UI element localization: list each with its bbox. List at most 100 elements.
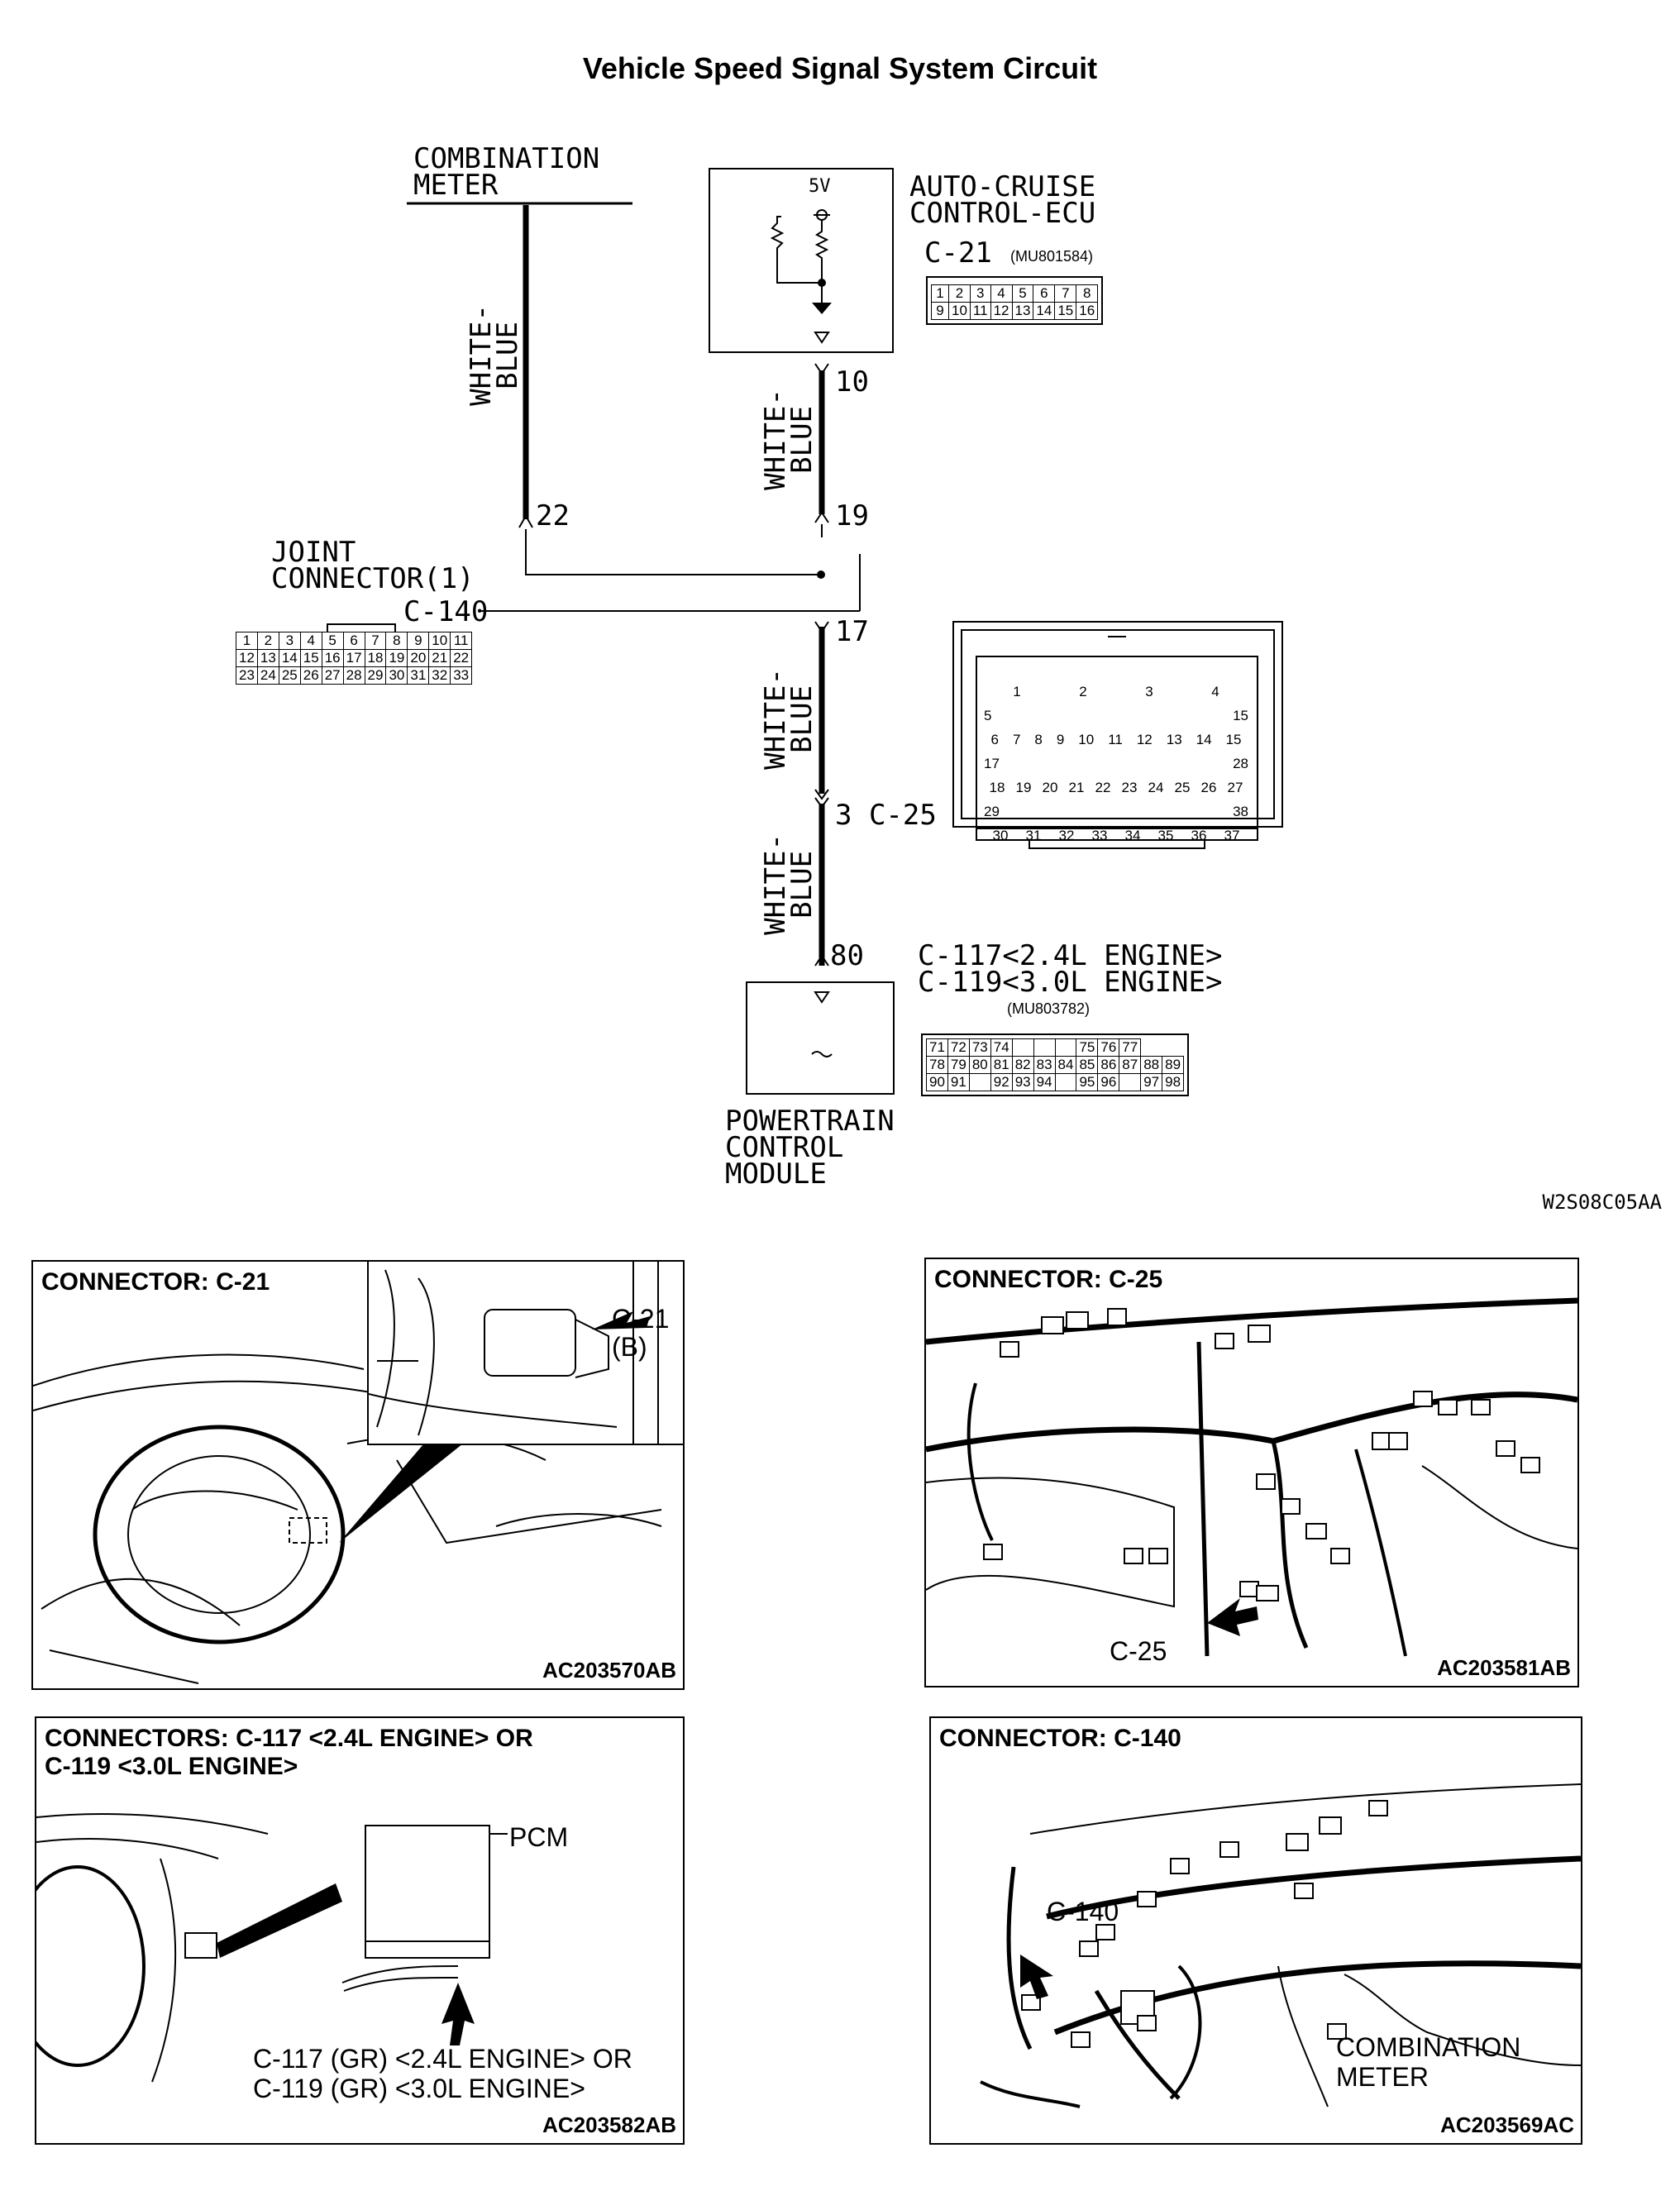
pin-cell: 2 [948,284,971,303]
c25-pin: 33 [1091,828,1108,843]
c25-pin: 38 [1233,804,1248,819]
circuit-schematic [407,168,1283,1095]
c21-label: C-21 [924,236,992,270]
pin-cell: 5 [1011,284,1034,303]
pin-cell: 25 [278,666,301,685]
pcm-wave-icon [811,1051,833,1057]
wire-color-label: WHITE- BLUE [759,389,819,490]
pin-cell: 14 [278,649,301,667]
c25-pin: 36 [1191,828,1207,843]
pin-cell: 23 [236,666,258,685]
combination-meter-label: COMBINATION METER [413,142,600,202]
pin-cell: 18 [364,649,387,667]
pin-22: 22 [536,499,570,532]
pin-cell: 31 [407,666,430,685]
c25-pin: 17 [984,756,1000,771]
c25-pin: 4 [1211,684,1219,699]
pin-cell: 3 [278,632,301,650]
wire-to-joint [525,529,821,575]
panel-code: AC203569AC [1440,2112,1574,2137]
c25-pin: 7 [1012,732,1021,747]
pin-cell: 13 [256,649,279,667]
pin-cell: 94 [1033,1073,1056,1091]
c25-pin: 18 [989,780,1005,795]
wire-color-label: WHITE- BLUE [465,304,524,406]
pin-cell: 83 [1033,1056,1056,1074]
c25-pin: 22 [1095,780,1111,795]
c25-pin: 30 [992,828,1009,843]
panel-code: AC203570AB [542,1658,676,1683]
pin-cell: 28 [342,666,365,685]
pin-cell: 17 [342,649,365,667]
c25-pin: 34 [1124,828,1141,843]
ecu-5v-label: 5V [809,176,831,197]
pin-cell: 14 [1033,302,1056,320]
pin-cell: 87 [1119,1056,1142,1074]
c25-pin: 32 [1058,828,1075,843]
pin-cell: 8 [385,632,408,650]
pin-cell: 97 [1140,1073,1163,1091]
pin-cell: 91 [947,1073,970,1091]
panel-code: AC203581AB [1437,1655,1571,1680]
pin-cell: 10 [948,302,971,320]
c25-pin: 6 [990,732,999,747]
c25-pin: 13 [1166,732,1182,747]
pin-cell [1119,1073,1142,1091]
pin-cell: 85 [1076,1056,1099,1074]
c25-pin: 3 [1145,684,1153,699]
c25-pin: 15 [1225,732,1242,747]
pin-cell: 89 [1162,1056,1185,1074]
pin-cell [1054,1073,1077,1091]
pin-cell: 30 [385,666,408,685]
pcm-connector-label: C-117<2.4L ENGINE> C-119<3.0L ENGINE> [918,939,1223,999]
pin-cell: 33 [450,666,473,685]
panel-c117-c119: CONNECTORS: C-117 <2.4L ENGINE> OR C-119… [35,1716,685,2145]
c25-connector-face [952,621,1283,849]
c140-location-illustration [980,1783,1581,2108]
pin-cell: 12 [990,302,1013,320]
dashboard-illustration [33,1353,662,1684]
pin-cell: 1 [931,284,949,303]
pcm-label: PCM [509,1822,569,1852]
pin-10: 10 [835,365,869,399]
pin-cell: 9 [407,632,430,650]
pin-cell: 75 [1076,1038,1099,1057]
pin-cell: 20 [407,649,430,667]
c25-pin: 10 [1078,732,1095,747]
pin-cell: 16 [321,649,344,667]
pcm-box [746,981,895,1095]
pin-cell: 76 [1097,1038,1120,1057]
c25-pin: 21 [1068,780,1085,795]
joint-connector-label: JOINT CONNECTOR(1) [271,536,475,595]
pin-cell: 71 [926,1038,948,1057]
pin-cell: 13 [1011,302,1034,320]
figure-code: W2S08C05AA [1542,1191,1663,1214]
pin-cell: 7 [364,632,387,650]
panel-c21: CONNECTOR: C-21 C-21 (B) AC203570AB [31,1260,685,1690]
auto-cruise-label: AUTO-CRUISE CONTROL-ECU [909,170,1096,230]
pcm-part-number: (MU803782) [1007,1000,1091,1017]
connector-blocks [1021,1800,1388,2048]
pin-cell: 19 [385,649,408,667]
pin-17: 17 [835,615,869,648]
c25-label: 3 C-25 [835,799,937,832]
pin-cell: 11 [450,632,473,650]
pin-cell: 96 [1097,1073,1120,1091]
pin-cell: 81 [990,1056,1013,1074]
pin-cell [1033,1038,1056,1057]
pin-80: 80 [830,939,864,972]
c117-callout: C-117 (GR) <2.4L ENGINE> OR C-119 (GR) <… [253,2044,632,2103]
c25-pin: 12 [1136,732,1153,747]
c25-pin: 14 [1196,732,1212,747]
c25-pin: 24 [1148,780,1164,795]
c25-pin: 28 [1233,756,1248,771]
pin-cell: 80 [968,1056,991,1074]
pin-cell: 4 [990,284,1013,303]
pin-cell: 84 [1054,1056,1077,1074]
wire-color-label: WHITE- BLUE [759,833,819,935]
pin-cell [1054,1038,1077,1057]
